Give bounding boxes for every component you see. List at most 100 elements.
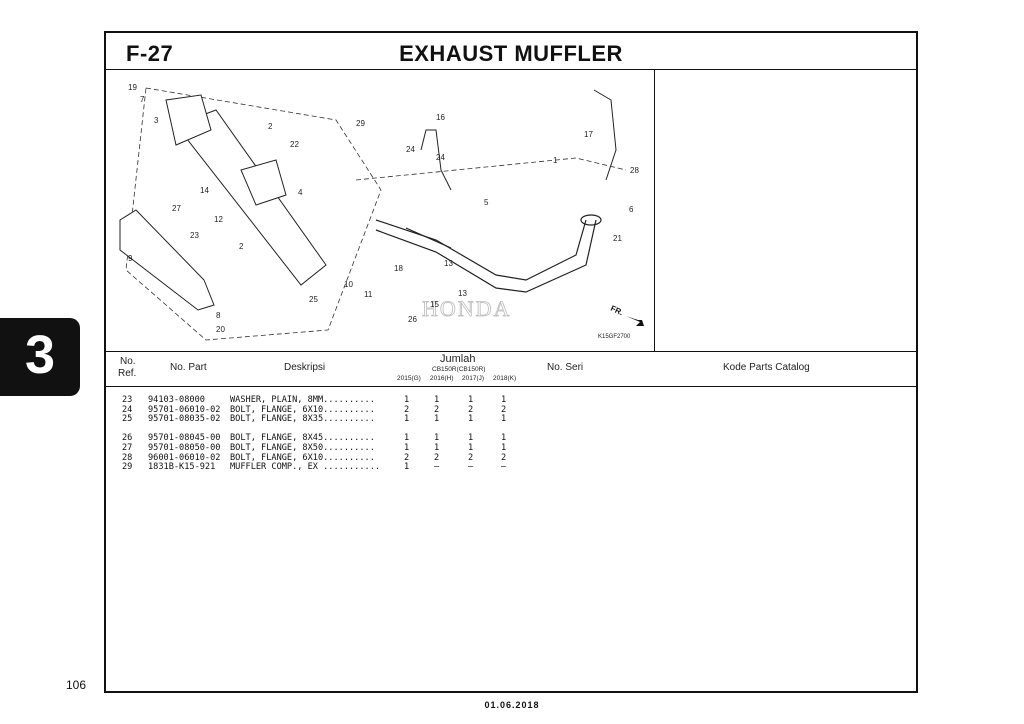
quantity-cell: 2	[434, 404, 440, 415]
callout-label: 16	[436, 113, 445, 122]
arrow-icon	[626, 316, 644, 326]
quantity-cell: –	[468, 462, 474, 473]
assembly-outline	[125, 87, 627, 341]
header-no-ref-2: Ref.	[118, 368, 137, 379]
quantity-cell: 1	[501, 433, 507, 444]
part-description: MUFFLER COMP., EX ...........	[230, 462, 381, 473]
part-description: BOLT, FLANGE, 8X45..........	[230, 433, 375, 444]
callout-label: 25	[309, 295, 318, 304]
quantity-cell: 1	[468, 395, 474, 405]
figure-code: K15GF2700	[598, 334, 631, 340]
page-title: EXHAUST MUFFLER	[399, 41, 623, 66]
quantity-cell: 1	[404, 442, 410, 453]
header-year-2015: 2015(G)	[397, 375, 421, 382]
part-number: 95701-06010-02	[148, 404, 221, 415]
callout-label: 19	[128, 83, 137, 92]
part-number: 94103-08000	[148, 395, 205, 405]
quantity-cell: 1	[468, 414, 474, 425]
header-no-ref: No.	[120, 356, 136, 367]
quantity-cell: –	[501, 462, 507, 473]
quantity-cell: 1	[468, 442, 474, 453]
quantity-cell: 1	[434, 414, 440, 425]
quantity-cell: 1	[434, 395, 440, 405]
part-description: BOLT, FLANGE, 8X50..........	[230, 442, 375, 453]
part-description: BOLT, FLANGE, 6X10..........	[230, 404, 375, 415]
callout-label: 17	[584, 130, 593, 139]
callout-label: 5	[484, 198, 489, 207]
quantity-cell: 1	[404, 414, 410, 425]
honda-watermark: HONDA	[422, 296, 511, 321]
callout-label: 20	[216, 325, 225, 334]
callout-label: 8	[216, 311, 221, 320]
header-catalog-code: Kode Parts Catalog	[723, 362, 810, 373]
heat-shield	[119, 209, 215, 311]
page-number: 106	[66, 678, 87, 692]
part-description: BOLT, FLANGE, 8X35..........	[230, 414, 375, 425]
callout-label: 26	[408, 315, 417, 324]
page-frame: F-27 EXHAUST MUFFLER	[104, 31, 918, 693]
ref-number: 23	[122, 395, 133, 405]
callout-label: 27	[172, 204, 181, 213]
ref-number: 25	[122, 414, 133, 425]
quantity-cell: 1	[434, 442, 440, 453]
quantity-cell: 2	[501, 452, 507, 463]
callout-label: 21	[613, 234, 622, 243]
callout-label: 13	[458, 289, 467, 298]
quantity-cell: 2	[434, 452, 440, 463]
ref-number: 28	[122, 452, 133, 463]
front-direction-label: FR.	[609, 304, 624, 318]
ref-number: 26	[122, 433, 133, 444]
header-serial-no: No. Seri	[547, 362, 584, 373]
ref-number: 24	[122, 404, 133, 415]
ref-number: 29	[122, 462, 133, 473]
header-year-2018: 2018(K)	[493, 375, 517, 382]
quantity-cell: 1	[404, 433, 410, 444]
part-number: 96001-06010-02	[148, 452, 221, 463]
issue-date: 01.06.2018	[484, 700, 540, 710]
part-description: WASHER, PLAIN, 8MM..........	[230, 395, 375, 405]
callout-label: 4	[298, 188, 303, 197]
muffler-body	[165, 94, 327, 286]
callout-label: 7	[140, 95, 145, 104]
part-number: 95701-08045-00	[148, 433, 221, 444]
callout-label: 2	[268, 122, 273, 131]
ref-number: 27	[122, 442, 133, 453]
callout-label: 12	[214, 215, 223, 224]
callout-label: 24	[406, 145, 415, 154]
chapter-number: 3	[24, 325, 56, 385]
quantity-cell: 1	[404, 395, 410, 405]
quantity-cell: –	[434, 462, 440, 473]
section-code: F-27	[126, 41, 174, 66]
callout-label: 22	[290, 140, 299, 149]
header-description: Deskripsi	[284, 362, 326, 373]
part-number: 95701-08035-02	[148, 414, 221, 425]
header-year-2016: 2016(H)	[430, 375, 454, 382]
callout-label: 6	[629, 205, 634, 214]
part-number: 1831B-K15-921	[148, 462, 216, 473]
header-year-2017: 2017(J)	[462, 375, 485, 382]
callout-label: 28	[630, 166, 639, 175]
callout-label: 3	[154, 116, 159, 125]
exhaust-pipe	[375, 214, 602, 293]
quantity-cell: 2	[501, 404, 507, 415]
quantity-cell: 2	[404, 404, 410, 415]
quantity-cell: 1	[404, 462, 410, 473]
header-part-no: No. Part	[170, 362, 207, 373]
quantity-cell: 1	[468, 433, 474, 444]
quantity-cell: 1	[501, 395, 507, 405]
callout-label: 11	[364, 290, 373, 299]
callout-label: 18	[394, 264, 403, 273]
quantity-cell: 1	[501, 414, 507, 425]
callout-label: 2	[239, 242, 244, 251]
callout-label: 24	[436, 153, 445, 162]
callout-labels: 1973222291624241712862154142712232982025…	[128, 83, 639, 334]
quantity-cell: 1	[434, 433, 440, 444]
callout-label: 10	[344, 280, 353, 289]
front-direction-arrow: FR.	[609, 304, 644, 326]
callout-label: 14	[200, 186, 209, 195]
sensor-wire	[420, 89, 617, 191]
callout-label: 1	[553, 156, 558, 165]
header-model-group: CB150R(CB150R)	[432, 366, 486, 373]
title-divider	[106, 69, 916, 70]
callout-label: 23	[190, 231, 199, 240]
